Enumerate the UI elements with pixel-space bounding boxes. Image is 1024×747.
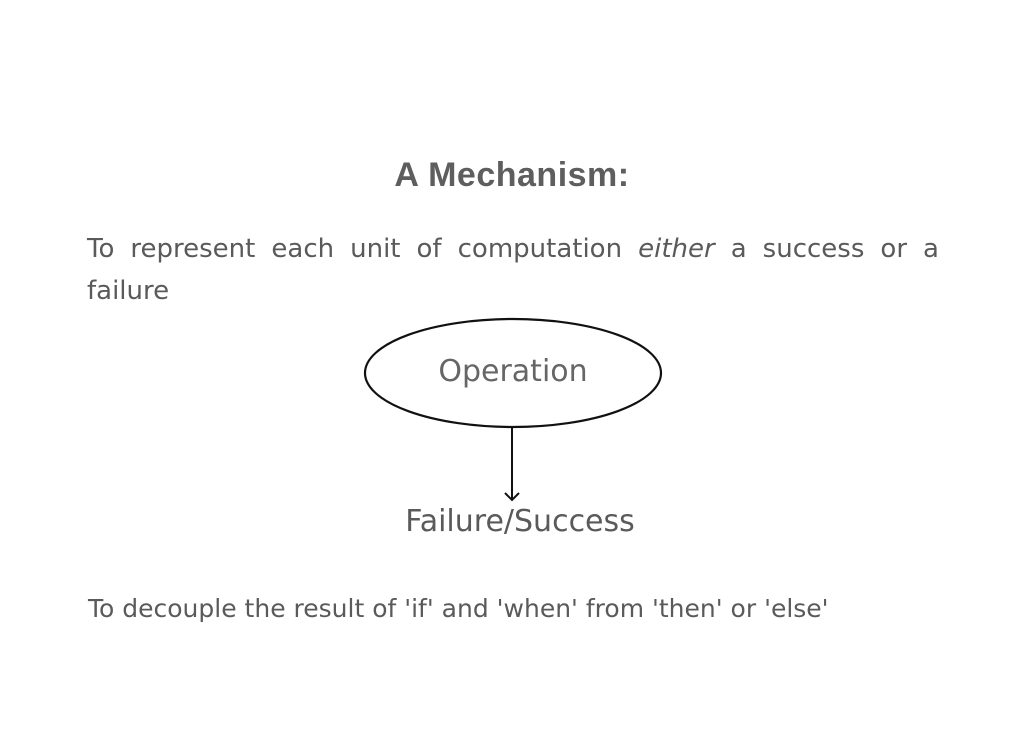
operation-label: Operation — [438, 354, 588, 389]
intro-text-emphasis: either — [638, 234, 715, 264]
operation-diagram: Operation Failure/Success — [0, 310, 1024, 550]
diagram-graphics — [363, 317, 663, 502]
result-label: Failure/Success — [405, 504, 635, 539]
decouple-paragraph: To decouple the result of 'if' and 'when… — [88, 594, 829, 623]
arrow-head — [504, 492, 520, 502]
intro-paragraph: To represent each unit of computation ei… — [87, 228, 939, 312]
slide-title: A Mechanism: — [394, 156, 630, 194]
intro-text-after: a success or a failure — [87, 234, 939, 306]
intro-text-before: To represent each unit of computation — [87, 234, 639, 264]
